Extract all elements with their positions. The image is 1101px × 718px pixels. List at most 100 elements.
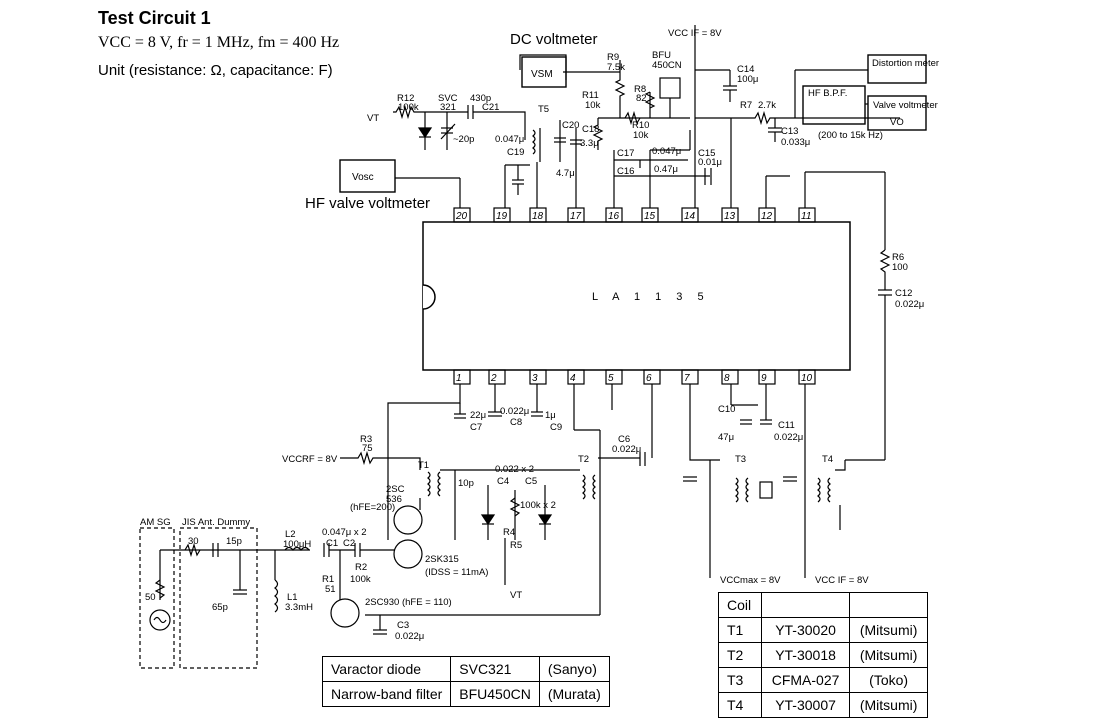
r10-value: 10k [633, 130, 649, 141]
c17-value: 0.047μ [652, 146, 681, 157]
parts-cell-part: Varactor diode [321, 656, 452, 682]
c10-value: 47μ [718, 432, 734, 443]
jis-dummy-label: JIS Ant. Dummy [182, 517, 250, 528]
c3-label: C3 [397, 620, 409, 631]
coil-header: Coil [718, 592, 762, 618]
q1-value: 536 [386, 494, 402, 505]
ic-pin-number: 13 [724, 211, 736, 222]
c11-value: 0.022μ [774, 432, 803, 443]
coil-cell-model: YT-30020 [760, 617, 851, 643]
ic-pin-number: 5 [608, 373, 614, 384]
page-title: Test Circuit 1 [98, 8, 211, 28]
valve-voltmeter: Valve voltmeter [873, 100, 938, 111]
c15p-value: 15p [226, 536, 242, 547]
ic-pin-number: 1 [456, 373, 462, 384]
coil-cell-maker: (Mitsumi) [849, 642, 928, 668]
svc-label: SVC [438, 93, 458, 104]
ic-pin-number: 6 [646, 373, 652, 384]
ic-pin-number: 17 [570, 211, 582, 222]
c65p-value: 65p [212, 602, 228, 613]
r6-label: R6 [892, 252, 904, 263]
r11-value: 10k [585, 100, 601, 111]
c17-label: C17 [617, 148, 634, 159]
ic-pin-box [758, 207, 776, 223]
ic-pin-box [721, 369, 739, 385]
top-wiring [339, 25, 927, 461]
valve-vo: VO [890, 117, 904, 128]
parts-cell-maker: (Murata) [538, 681, 610, 707]
r11-label: R11 [582, 90, 599, 101]
r12-label: R12 [397, 93, 414, 104]
ic-pin-box [493, 207, 511, 223]
r3-value: 75 [362, 443, 373, 454]
r8-label: R8 [634, 84, 646, 95]
hf-bpf-range: (200 to 15k Hz) [818, 130, 883, 141]
am-sg-label: AM SG [140, 517, 171, 528]
c9-label: C9 [550, 422, 562, 433]
c1c2-value: 0.047μ x 2 [322, 527, 367, 538]
c10-label: C10 [718, 404, 735, 415]
q3-label: 2SC930 (hFE = 110) [365, 597, 452, 608]
ic-pin-box [681, 207, 699, 223]
vsm-box: VSM [531, 69, 553, 80]
ic-pin-number: 9 [761, 373, 767, 384]
vccmax-label: VCCmax = 8V [720, 575, 781, 586]
component-labels: VT R12 100k SVC 321 430p C21 ~20p T5 0.0… [140, 28, 939, 642]
ic-pin-number: 18 [532, 211, 544, 222]
t2-label: T2 [578, 454, 589, 465]
r8-value: 82 [636, 93, 647, 104]
c12-value: 0.022μ [895, 299, 924, 310]
unit-note: Unit (resistance: Ω, capacitance: F) [98, 62, 333, 79]
ic-pin-box [453, 369, 471, 385]
r1-value: 51 [325, 584, 336, 595]
ic-pin-number: 3 [532, 373, 538, 384]
r5-label: R5 [510, 540, 522, 551]
c12-label: C12 [895, 288, 912, 299]
vosc-box: Vosc [352, 172, 374, 183]
ic-pin-box [798, 369, 816, 385]
svc-range: ~20p [453, 134, 474, 145]
r10-label: R10 [632, 120, 649, 131]
c16-value: 0.47μ [654, 164, 678, 175]
c4-label: C4 [497, 476, 509, 487]
r7-value: 2.7k [758, 100, 776, 111]
q1-hfe: (hFE=200) [350, 502, 395, 513]
ic-pin-box [758, 369, 776, 385]
q1-label: 2SC [386, 484, 405, 495]
vcc-if-bottom: VCC IF = 8V [815, 575, 869, 586]
ic-pin-number: 12 [761, 211, 773, 222]
ic-pin-number: 14 [684, 211, 696, 222]
c5-label: C5 [525, 476, 537, 487]
coil-header-row: Coil [718, 592, 928, 618]
coil-cell-maker: (Mitsumi) [849, 617, 928, 643]
ic-pin-box [488, 369, 506, 385]
c9-value: 1μ [545, 410, 556, 421]
coil-cell-coil: T3 [718, 667, 762, 693]
c8-value: 0.022μ [500, 406, 529, 417]
c19-label: C19 [507, 147, 524, 158]
coil-cell-coil: T2 [718, 642, 762, 668]
r6-value: 100 [892, 262, 908, 273]
vt-bottom: VT [510, 590, 522, 601]
c6-value: 0.022μ [612, 444, 641, 455]
ic-pin-number: 8 [724, 373, 730, 384]
bottom-wiring [139, 384, 846, 669]
r12-value: 100k [398, 102, 419, 113]
ic-pin-box [529, 207, 547, 223]
coil-cell-coil: T4 [718, 692, 762, 718]
ic-name: L A 1 1 3 5 [592, 291, 710, 303]
c8-label: C8 [510, 417, 522, 428]
hf-valve-voltmeter-callout: HF valve voltmeter [305, 195, 431, 212]
c14-label: C14 [737, 64, 754, 75]
q2-idss: (IDSS = 11mA) [425, 567, 488, 578]
t4-label: T4 [822, 454, 833, 465]
r1-label: R1 [322, 574, 334, 585]
ic-pin-number: 2 [490, 373, 497, 384]
ic-pin-number: 19 [496, 211, 508, 222]
c19-value: 0.047μ [495, 134, 524, 145]
